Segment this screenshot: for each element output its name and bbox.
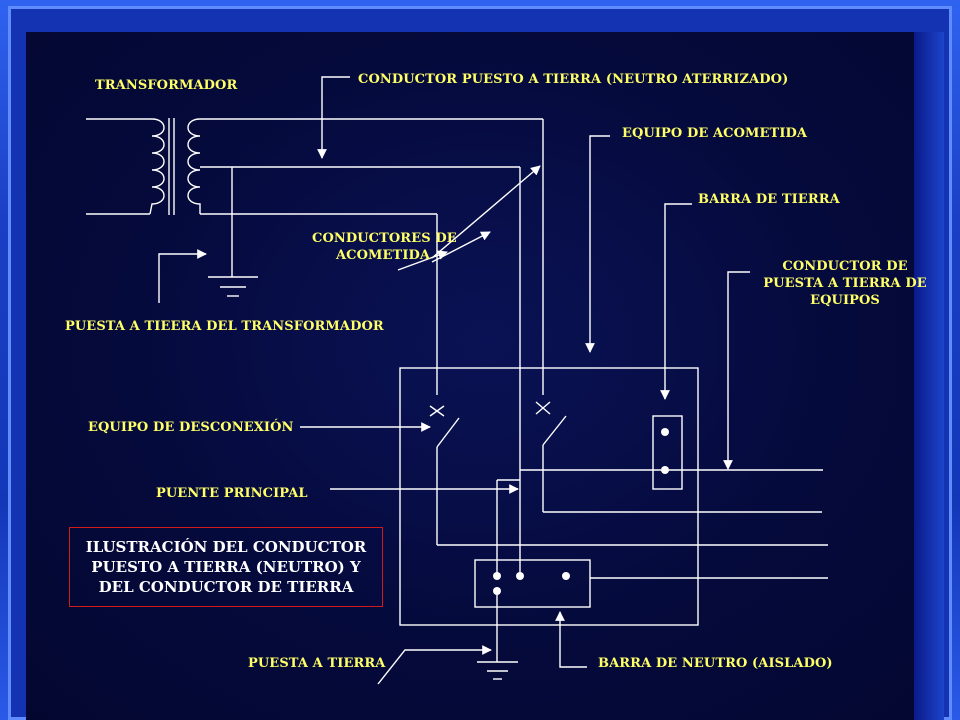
neutral-bar-dot-4 xyxy=(493,587,501,595)
arrow-barra-neutro xyxy=(555,611,587,668)
ground-bar-dot-bottom xyxy=(661,466,669,474)
neutral-bar-dot-3 xyxy=(562,572,570,580)
label-cte-line2: PUESTA A TIERRA DE xyxy=(763,276,927,291)
label-conductores-acometida-line1: CONDUCTORES DE xyxy=(312,231,457,246)
neutral-bar-dot-1 xyxy=(493,572,501,580)
slide-background xyxy=(26,32,944,720)
arrow-conductor-tierra-equipos xyxy=(723,271,750,470)
neutral-bar-dot-2 xyxy=(516,572,524,580)
secondary-coil xyxy=(187,118,201,214)
switch-right-blade xyxy=(542,415,567,446)
service-equipment-box xyxy=(399,367,699,626)
slide-right-edge xyxy=(914,32,944,720)
label-conductores-acometida: CONDUCTORES DE ACOMETIDA xyxy=(312,230,457,264)
arrow-acometida-1 xyxy=(431,165,541,259)
primary-coil xyxy=(149,118,165,215)
label-puente-principal: PUENTE PRINCIPAL xyxy=(156,486,308,501)
neutral-bar-box xyxy=(474,559,591,608)
label-conductores-acometida-line2: ACOMETIDA xyxy=(336,248,431,263)
label-equipo-acometida: EQUIPO DE ACOMETIDA xyxy=(622,126,808,141)
ground-bar-dot-top xyxy=(661,428,669,436)
label-transformador: TRANSFORMADOR xyxy=(95,78,238,93)
arrow-puesta-tierra-trafo xyxy=(158,249,207,303)
arrow-equipo-acometida xyxy=(585,135,610,353)
caption-box: ILUSTRACIÓN DEL CONDUCTOR PUESTO A TIERR… xyxy=(69,527,383,607)
switch-right-x2 xyxy=(535,401,551,415)
switch-left-blade xyxy=(436,417,460,448)
label-barra-neutro: BARRA DE NEUTRO (AISLADO) xyxy=(598,656,833,671)
caption-line2: PUESTO A TIERRA (NEUTRO) Y xyxy=(91,558,361,576)
caption-line3: DEL CONDUCTOR DE TIERRA xyxy=(98,578,354,596)
arrow-barra-tierra xyxy=(660,203,692,400)
label-conductor-puesto-tierra: CONDUCTOR PUESTO A TIERRA (NEUTRO ATERRI… xyxy=(358,72,789,87)
arrow-puesta-tierra xyxy=(377,645,492,685)
switch-left-x2 xyxy=(429,405,445,417)
label-conductor-tierra-equipos: CONDUCTOR DE PUESTA A TIERRA DE EQUIPOS xyxy=(760,258,930,309)
arrow-conductor-puesto-tierra xyxy=(317,76,350,159)
label-cte-line1: CONDUCTOR DE xyxy=(782,259,908,274)
label-cte-line3: EQUIPOS xyxy=(810,293,880,308)
ground-bar-box xyxy=(652,415,683,490)
label-puesta-tierra: PUESTA A TIERRA xyxy=(248,656,386,671)
label-barra-tierra: BARRA DE TIERRA xyxy=(698,192,840,207)
caption-line1: ILUSTRACIÓN DEL CONDUCTOR xyxy=(85,538,367,556)
label-puesta-tierra-transformador: PUESTA A TIEERA DEL TRANSFORMADOR xyxy=(65,319,384,334)
arrow-acometida-3 xyxy=(397,250,448,271)
label-equipo-desconexion: EQUIPO DE DESCONEXIÓN xyxy=(88,420,294,435)
